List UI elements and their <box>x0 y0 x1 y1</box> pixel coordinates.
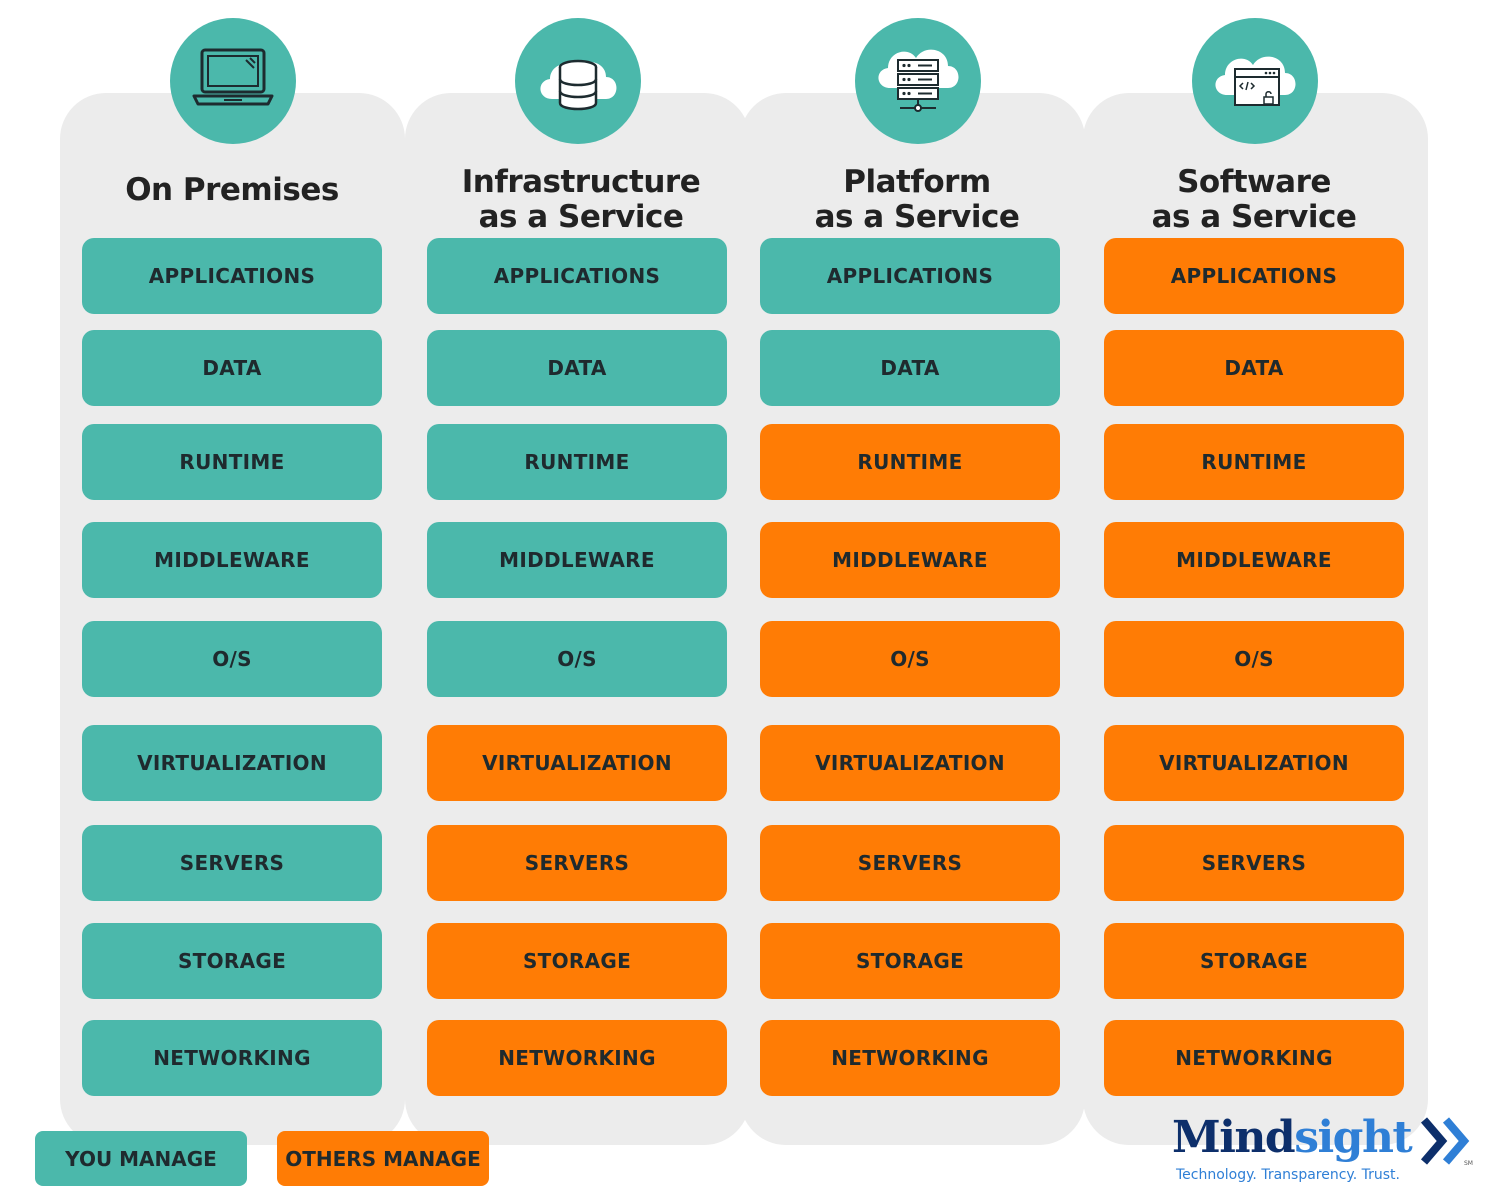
layer-cell-label: O/S <box>212 647 252 671</box>
layer-cell: SERVERS <box>1104 825 1404 901</box>
layer-cell: O/S <box>760 621 1060 697</box>
layer-cell: RUNTIME <box>82 424 382 500</box>
layer-cell-label: STORAGE <box>522 949 632 973</box>
layer-cell-label: DATA <box>880 356 940 380</box>
column-title-line1: On Premises <box>125 172 339 208</box>
layer-cell: O/S <box>1104 621 1404 697</box>
layer-cell: DATA <box>427 330 727 406</box>
layer-cell: STORAGE <box>1104 923 1404 999</box>
layer-cell: STORAGE <box>427 923 727 999</box>
layer-cell-label: O/S <box>557 647 597 671</box>
layer-cell-label: STORAGE <box>1199 949 1309 973</box>
layer-cell-label: APPLICATIONS <box>148 264 316 288</box>
layer-cell-label: MIDDLEWARE <box>1176 548 1332 572</box>
layer-cell: VIRTUALIZATION <box>1104 725 1404 801</box>
layer-cell-label: VIRTUALIZATION <box>137 751 327 775</box>
legend-others-manage-label: OTHERS MANAGE <box>285 1146 481 1171</box>
legend-others-manage: OTHERS MANAGE <box>277 1131 489 1186</box>
layer-cell: VIRTUALIZATION <box>760 725 1060 801</box>
layer-cell: SERVERS <box>82 825 382 901</box>
layer-cell: MIDDLEWARE <box>82 522 382 598</box>
layer-cell-label: SERVERS <box>524 851 630 875</box>
layer-cell: MIDDLEWARE <box>427 522 727 598</box>
layer-cell: VIRTUALIZATION <box>82 725 382 801</box>
layer-cell-label: NETWORKING <box>153 1046 311 1070</box>
double-chevron-icon <box>1420 1117 1470 1165</box>
column-title-saas: Software as a Service <box>1104 165 1404 235</box>
layer-cell-label: VIRTUALIZATION <box>482 751 672 775</box>
layer-cell: MIDDLEWARE <box>760 522 1060 598</box>
cloud-server-icon <box>855 18 981 144</box>
mindsight-logo: Mindsight SM Technology. Transparency. T… <box>1172 1110 1487 1190</box>
layer-cell-label: APPLICATIONS <box>493 264 661 288</box>
layer-cell-label: STORAGE <box>177 949 287 973</box>
layer-cell: APPLICATIONS <box>1104 238 1404 314</box>
legend-you-manage: YOU MANAGE <box>35 1131 247 1186</box>
laptop-icon <box>170 18 296 144</box>
layer-cell-label: NETWORKING <box>1175 1046 1333 1070</box>
layer-cell-label: DATA <box>1224 356 1284 380</box>
column-title-line2: as a Service <box>1151 199 1357 235</box>
layer-cell: STORAGE <box>82 923 382 999</box>
layer-cell-label: MIDDLEWARE <box>832 548 988 572</box>
layer-cell-label: NETWORKING <box>831 1046 989 1070</box>
layer-cell-label: STORAGE <box>855 949 965 973</box>
logo-name-light: sight <box>1294 1112 1413 1163</box>
layer-cell-label: APPLICATIONS <box>826 264 994 288</box>
column-title-line1: Platform <box>843 164 991 200</box>
layer-cell: RUNTIME <box>427 424 727 500</box>
layer-cell-label: RUNTIME <box>1201 450 1307 474</box>
layer-cell: NETWORKING <box>1104 1020 1404 1096</box>
logo-service-mark: SM <box>1464 1160 1473 1167</box>
layer-cell: VIRTUALIZATION <box>427 725 727 801</box>
layer-cell-label: O/S <box>1234 647 1274 671</box>
layer-cell: NETWORKING <box>427 1020 727 1096</box>
column-title-on-premises: On Premises <box>82 173 382 208</box>
layer-cell: DATA <box>82 330 382 406</box>
logo-tagline: Technology. Transparency. Trust. <box>1176 1167 1400 1183</box>
layer-cell-label: VIRTUALIZATION <box>815 751 1005 775</box>
column-title-iaas: Infrastructure as a Service <box>431 165 731 235</box>
legend-you-manage-label: YOU MANAGE <box>65 1146 217 1171</box>
layer-cell-label: SERVERS <box>1201 851 1307 875</box>
column-title-paas: Platform as a Service <box>767 165 1067 235</box>
layer-cell-label: SERVERS <box>179 851 285 875</box>
column-title-line2: as a Service <box>478 199 684 235</box>
column-title-line1: Infrastructure <box>461 164 701 200</box>
layer-cell-label: MIDDLEWARE <box>499 548 655 572</box>
layer-cell-label: VIRTUALIZATION <box>1159 751 1349 775</box>
layer-cell: DATA <box>760 330 1060 406</box>
layer-cell-label: DATA <box>547 356 607 380</box>
layer-cell: APPLICATIONS <box>760 238 1060 314</box>
layer-cell: APPLICATIONS <box>82 238 382 314</box>
layer-cell: NETWORKING <box>760 1020 1060 1096</box>
layer-cell: NETWORKING <box>82 1020 382 1096</box>
layer-cell-label: RUNTIME <box>857 450 963 474</box>
layer-cell-label: SERVERS <box>857 851 963 875</box>
layer-cell: RUNTIME <box>760 424 1060 500</box>
layer-cell-label: RUNTIME <box>179 450 285 474</box>
layer-cell-label: MIDDLEWARE <box>154 548 310 572</box>
layer-cell: APPLICATIONS <box>427 238 727 314</box>
logo-wordmark: Mindsight <box>1172 1110 1413 1166</box>
column-title-line2: as a Service <box>814 199 1020 235</box>
layer-cell: DATA <box>1104 330 1404 406</box>
layer-cell-label: NETWORKING <box>498 1046 656 1070</box>
layer-cell-label: O/S <box>890 647 930 671</box>
column-title-line1: Software <box>1177 164 1331 200</box>
cloud-browser-icon <box>1192 18 1318 144</box>
layer-cell: O/S <box>82 621 382 697</box>
layer-cell: STORAGE <box>760 923 1060 999</box>
layer-cell-label: RUNTIME <box>524 450 630 474</box>
layer-cell: O/S <box>427 621 727 697</box>
layer-cell: RUNTIME <box>1104 424 1404 500</box>
cloud-database-icon <box>515 18 641 144</box>
layer-cell: SERVERS <box>427 825 727 901</box>
layer-cell: SERVERS <box>760 825 1060 901</box>
logo-name-dark: Mind <box>1172 1112 1296 1163</box>
layer-cell-label: APPLICATIONS <box>1170 264 1338 288</box>
layer-cell-label: DATA <box>202 356 262 380</box>
layer-cell: MIDDLEWARE <box>1104 522 1404 598</box>
